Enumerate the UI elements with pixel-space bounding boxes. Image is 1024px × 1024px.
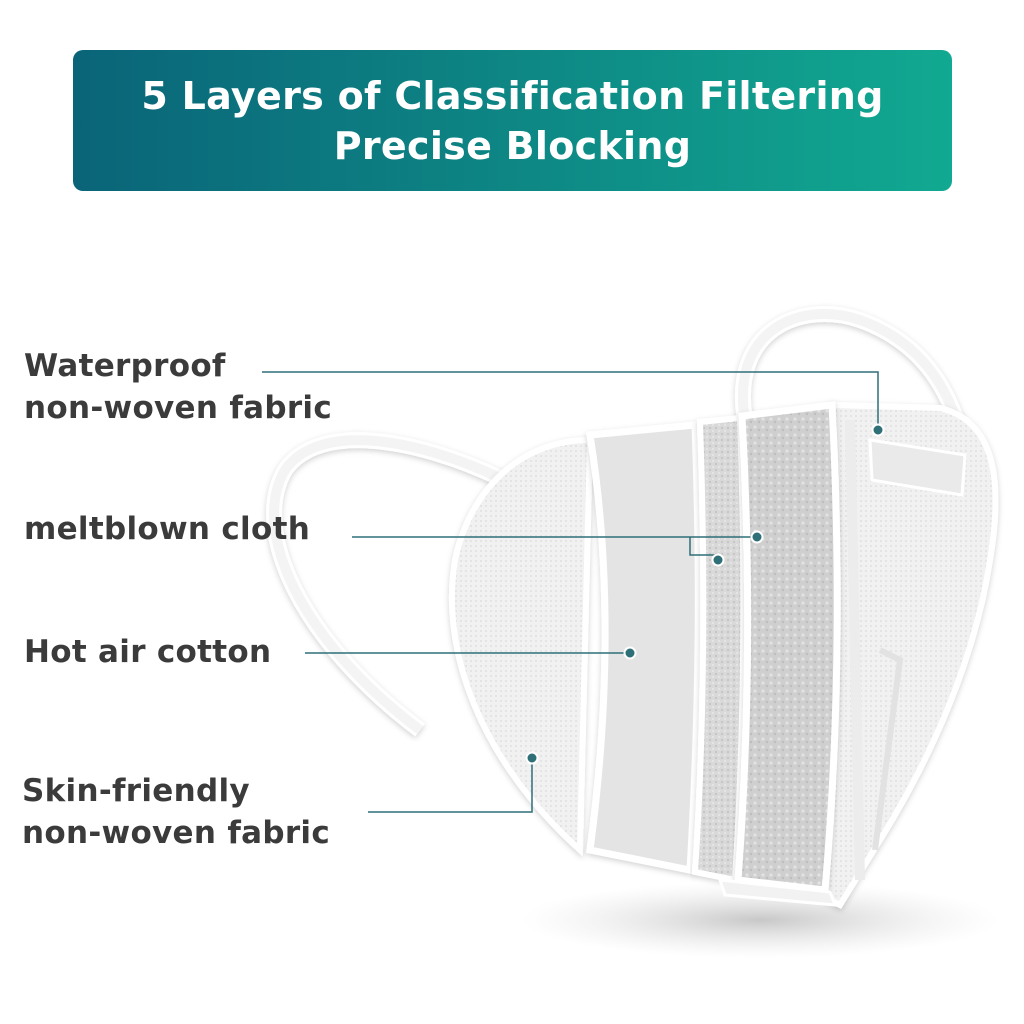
leader-waterproof [262,371,879,428]
callout-hot-air: Hot air cotton [24,631,271,673]
title-banner: 5 Layers of Classification Filtering Pre… [73,50,952,191]
callout-meltblown-line1: meltblown cloth [24,511,311,547]
leader-skin-friendly [368,760,533,813]
callout-waterproof-line1: Waterproof [24,348,226,384]
marker-skin-friendly [525,751,539,765]
callout-skin-friendly-line2: non-woven fabric [22,815,331,851]
callout-meltblown: meltblown cloth [24,508,310,550]
callout-hot-air-line1: Hot air cotton [24,634,272,670]
layer-waterproof-shell [816,401,999,909]
title-line-1: 5 Layers of Classification Filtering [141,73,884,118]
marker-waterproof [871,423,885,437]
callout-skin-friendly-line1: Skin-friendly [22,773,250,809]
layer-hot-air-cotton [585,421,702,875]
layer-meltblown-1 [691,414,747,884]
layer-meltblown-2 [734,401,841,894]
layer-skin-friendly [449,436,594,857]
callout-skin-friendly: Skin-friendly non-woven fabric [22,770,330,854]
mask-shadow [520,882,1000,958]
marker-meltblown-2 [711,553,725,567]
marker-meltblown-1 [750,530,764,544]
callout-waterproof-line2: non-woven fabric [24,390,333,426]
callout-waterproof: Waterproof non-woven fabric [24,345,332,429]
mask-bottom-edge [717,878,838,907]
title-line-2: Precise Blocking [333,123,692,168]
marker-hot-air [623,646,637,660]
